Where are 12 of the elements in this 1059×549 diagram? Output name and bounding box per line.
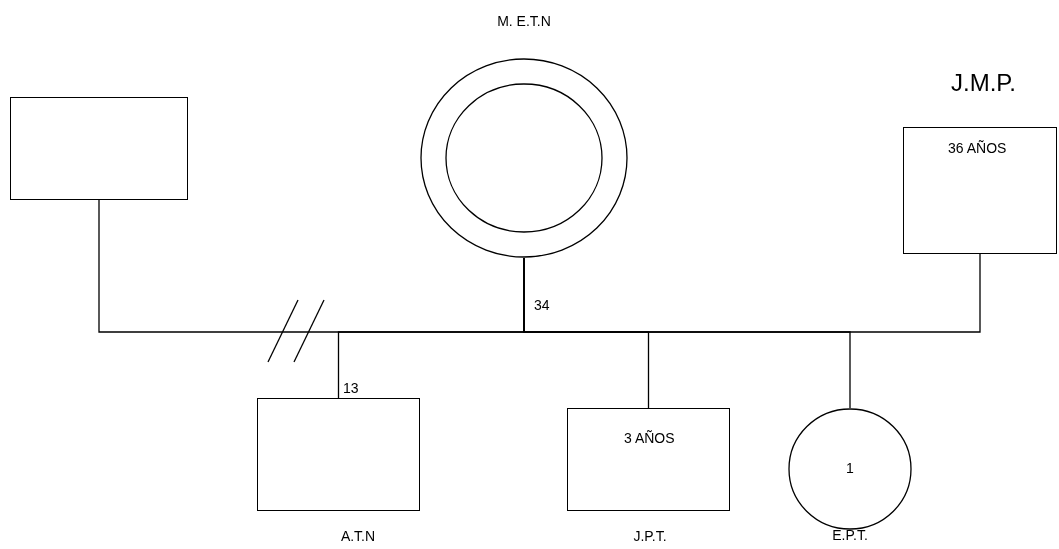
person-name: J.M.P. <box>951 70 1016 97</box>
person-name: J.P.T. <box>633 529 667 545</box>
person-name: A.T.N <box>340 529 376 545</box>
age-label: 36 AÑOS <box>948 141 1007 157</box>
person-name: M. E.T.N <box>497 14 551 30</box>
age-label: 34 <box>534 298 550 314</box>
age-label: 1 <box>846 461 854 477</box>
connector-line <box>523 257 851 409</box>
age-label: 13 <box>343 381 359 397</box>
person-name: E.P.T. <box>832 528 868 544</box>
age-label: 3 AÑOS <box>624 431 675 447</box>
person-box <box>10 97 188 200</box>
